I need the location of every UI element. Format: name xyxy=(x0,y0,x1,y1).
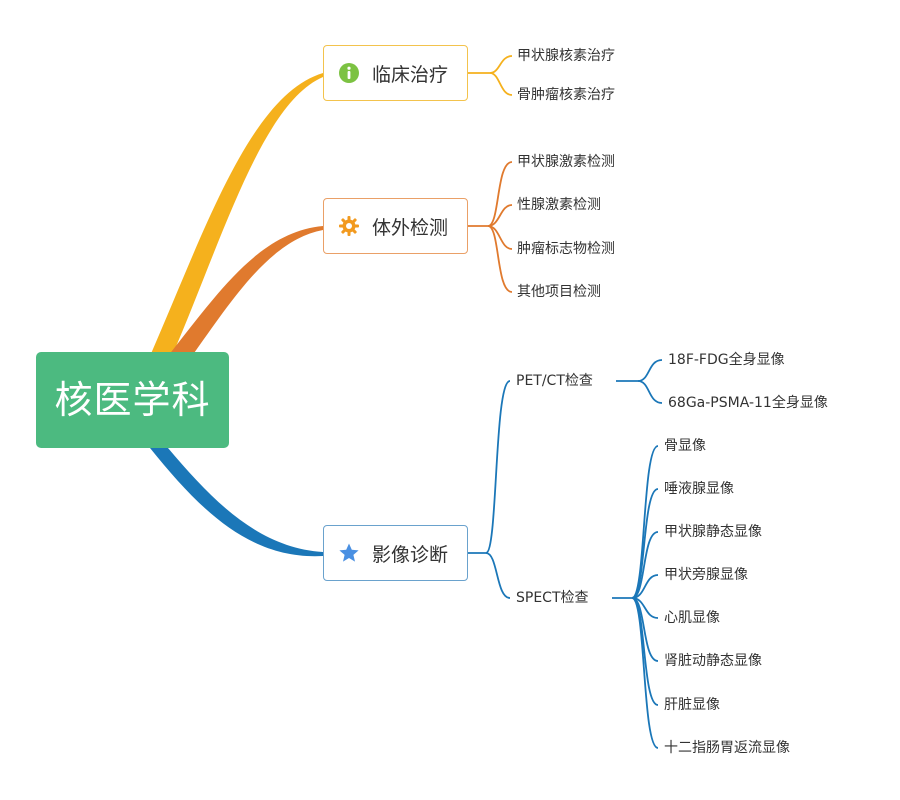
branch-label: 临床治疗 xyxy=(372,63,449,86)
info-icon xyxy=(339,63,359,83)
leaf-node[interactable]: 甲状旁腺显像 xyxy=(664,567,748,583)
trunk-imaging xyxy=(150,448,323,557)
leaf-node[interactable]: 甲状腺核素治疗 xyxy=(517,48,615,64)
leaf-node[interactable]: 18F-FDG全身显像 xyxy=(668,352,785,368)
leaf-node[interactable]: 其他项目检测 xyxy=(517,284,601,300)
subgroup-spect[interactable]: SPECT检查 xyxy=(516,590,589,606)
branch-in-vitro-testing[interactable]: 体外检测 xyxy=(323,198,468,254)
leaf-node[interactable]: 骨肿瘤核素治疗 xyxy=(517,87,615,103)
leaf-node[interactable]: 甲状腺静态显像 xyxy=(664,524,762,540)
star-icon xyxy=(339,543,359,562)
leaf-node[interactable]: 肿瘤标志物检测 xyxy=(517,241,615,257)
branch-clinical-treatment[interactable]: 临床治疗 xyxy=(323,45,468,101)
trunk-clinical xyxy=(150,73,323,356)
imaging-connectors xyxy=(468,359,663,749)
leaf-node[interactable]: 肝脏显像 xyxy=(664,697,720,713)
leaf-node[interactable]: 心肌显像 xyxy=(664,610,720,626)
branch-label: 体外检测 xyxy=(372,216,449,239)
branch-imaging-diagnosis[interactable]: 影像诊断 xyxy=(323,525,468,581)
trunk-invitro xyxy=(168,226,323,356)
invitro-connectors xyxy=(468,161,513,293)
leaf-node[interactable]: 十二指肠胃返流显像 xyxy=(664,740,790,756)
branch-label: 影像诊断 xyxy=(372,543,449,566)
leaf-node[interactable]: 肾脏动静态显像 xyxy=(664,653,762,669)
leaf-node[interactable]: 性腺激素检测 xyxy=(517,197,601,213)
leaf-node[interactable]: 68Ga-PSMA-11全身显像 xyxy=(668,395,828,411)
leaf-node[interactable]: 唾液腺显像 xyxy=(664,481,734,497)
clinical-connectors xyxy=(468,55,513,96)
leaf-node[interactable]: 甲状腺激素检测 xyxy=(517,154,615,170)
gear-icon xyxy=(339,216,359,236)
leaf-node[interactable]: 骨显像 xyxy=(664,438,706,454)
root-node[interactable]: 核医学科 xyxy=(36,352,229,448)
subgroup-pet-ct[interactable]: PET/CT检查 xyxy=(516,373,593,389)
